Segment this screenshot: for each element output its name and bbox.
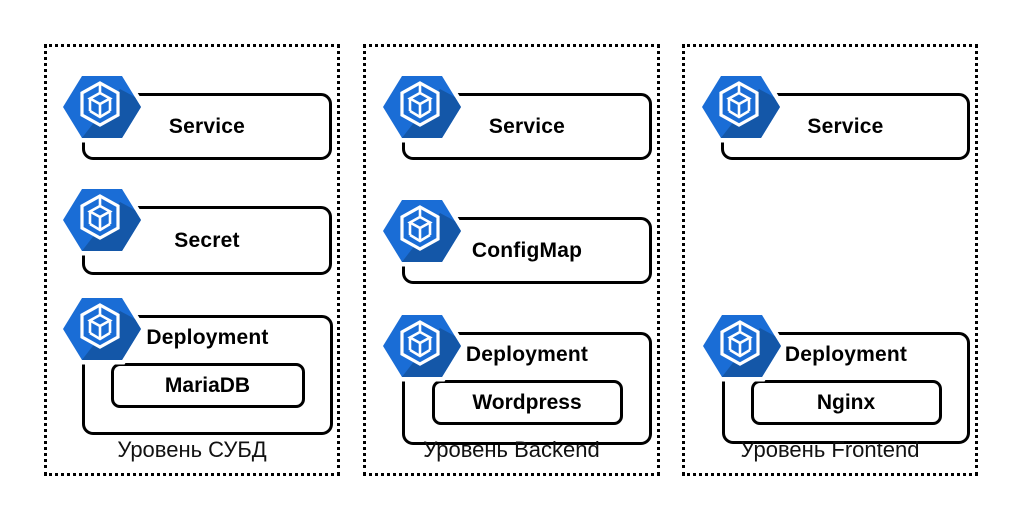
entity-deployment: Deployment MariaDB — [82, 315, 333, 435]
entity-deployment: Deployment Nginx — [722, 332, 970, 444]
entity-label: Service — [168, 114, 246, 138]
entity-label: Service — [807, 114, 884, 138]
entity-nginx: Nginx — [750, 380, 942, 425]
entity-service: Service — [82, 93, 332, 160]
entity-service: Service — [402, 93, 652, 160]
entity-label: ConfigMap — [471, 238, 583, 262]
entity-wordpress: Wordpress — [431, 380, 623, 425]
entity-label: Deployment — [465, 343, 589, 366]
entity-mariadb: MariaDB — [110, 363, 305, 408]
entity-service: Service — [721, 93, 970, 160]
entity-configmap: ConfigMap — [402, 217, 652, 284]
tier-backend: Service ConfigMap Deployment Wordpress У… — [363, 44, 660, 476]
tier-caption: Уровень Backend — [423, 437, 600, 462]
tier-db: Service Secret Deployment MariaDB Уровен… — [44, 44, 340, 476]
entity-label: Deployment — [146, 326, 269, 349]
entity-secret: Secret — [82, 206, 332, 275]
tier-frontend: Service Deployment Nginx Уровень Fronten… — [682, 44, 978, 476]
entity-deployment: Deployment Wordpress — [402, 332, 652, 445]
entity-label: Deployment — [784, 343, 908, 366]
entity-label: Secret — [174, 228, 240, 252]
entity-label: Service — [488, 114, 566, 138]
tier-caption: Уровень СУБД — [117, 437, 267, 462]
tier-caption: Уровень Frontend — [740, 437, 920, 462]
